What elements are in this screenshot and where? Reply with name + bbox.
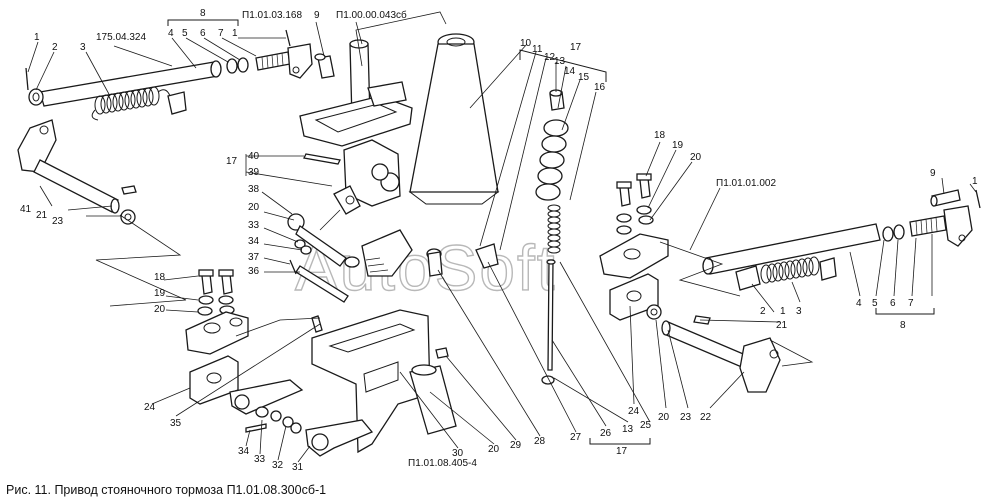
callout-3-right: 3	[796, 306, 802, 317]
callout-12: 12	[544, 52, 556, 63]
left-upper-shaft-assembly	[25, 29, 335, 121]
callout-20-left: 20	[154, 304, 166, 315]
callout-10: 10	[520, 38, 532, 49]
callout-28: 28	[534, 436, 546, 447]
callout-30: 30	[452, 448, 464, 459]
small-parts-left-center	[287, 213, 360, 303]
part-number-168: П1.01.03.168	[242, 10, 302, 21]
callout-13-bottom: 13	[622, 424, 634, 435]
callout-25: 25	[640, 420, 652, 431]
callout-7-top: 7	[218, 28, 224, 39]
figure-caption: Рис. 11. Привод стояночного тормоза П1.0…	[6, 483, 327, 497]
callout-11: 11	[532, 44, 543, 55]
callout-5-top: 5	[182, 28, 188, 39]
callout-18-right: 18	[654, 130, 666, 141]
callout-21-right: 21	[776, 320, 788, 331]
part-number-405: П1.01.08.405-4	[408, 458, 477, 469]
part-number-043: П1.00.00.043сб	[336, 9, 407, 21]
callout-9-top: 9	[314, 10, 320, 21]
callout-23-right: 23	[680, 412, 692, 423]
callout-15: 15	[578, 72, 590, 83]
callout-14: 14	[564, 66, 576, 77]
callout-20-right: 20	[690, 152, 702, 163]
center-lower-bracket	[311, 309, 457, 454]
callout-2: 2	[52, 42, 58, 53]
callout-33-center: 33	[248, 220, 260, 231]
callout-20-mid: 20	[658, 412, 670, 423]
callout-8-top: 8	[200, 8, 206, 19]
callout-20-center: 20	[248, 202, 260, 213]
callout-39: 39	[248, 167, 260, 178]
callout-6-top: 6	[200, 28, 206, 39]
callout-34-bottom: 34	[238, 446, 250, 457]
callout-33-bottom: 33	[254, 454, 266, 465]
callout-16: 16	[594, 82, 606, 93]
callout-7-right: 7	[908, 298, 914, 309]
left-bracket-assembly	[185, 269, 249, 405]
right-bracket-assembly	[599, 173, 669, 321]
callout-4-top: 4	[168, 28, 174, 39]
callout-17-bottom: 17	[616, 446, 628, 457]
callout-6-right: 6	[890, 298, 896, 309]
callout-20-bottom: 20	[488, 444, 500, 455]
callout-1-right-b: 1	[780, 306, 786, 317]
right-upper-shaft-assembly	[702, 189, 981, 291]
rubber-boot	[408, 33, 500, 205]
callout-32: 32	[272, 460, 284, 471]
callout-19-right: 19	[672, 140, 684, 151]
callout-29: 29	[510, 440, 522, 451]
callout-22: 22	[700, 412, 712, 423]
callout-1: 1	[34, 32, 40, 43]
callout-37: 37	[248, 252, 260, 263]
callout-19-left: 19	[154, 288, 166, 299]
callout-1-right: 1	[972, 176, 978, 187]
callout-labels: 1 2 3 175.04.324 8 4 5 6 7 1 П1.01.03.16…	[20, 8, 978, 473]
leader-lines	[27, 21, 977, 463]
center-lever-housing	[299, 39, 413, 277]
callout-17-top: 17	[570, 42, 582, 53]
left-lower-lever-shaft	[17, 119, 137, 225]
callout-13-top: 13	[554, 56, 566, 67]
callout-8-right: 8	[900, 320, 906, 331]
callout-35: 35	[170, 418, 182, 429]
callout-31: 31	[292, 462, 304, 473]
lower-left-levers	[229, 379, 374, 457]
callout-36: 36	[248, 266, 260, 277]
callout-41: 41	[20, 204, 32, 215]
part-number-175: 175.04.324	[96, 32, 146, 43]
right-lower-lever-shaft	[646, 304, 781, 393]
part-number-002: П1.01.01.002	[716, 178, 776, 189]
callout-21-left: 21	[36, 210, 48, 221]
callout-34-center: 34	[248, 236, 260, 247]
callout-27: 27	[570, 432, 582, 443]
axis-lines	[95, 11, 814, 367]
callout-3: 3	[80, 42, 86, 53]
callout-26: 26	[600, 428, 612, 439]
callout-17-left: 17	[226, 156, 238, 167]
callout-40: 40	[248, 151, 260, 162]
callout-18-left: 18	[154, 272, 166, 283]
callout-5-right: 5	[872, 298, 878, 309]
callout-24-right: 24	[628, 406, 640, 417]
callout-9-right: 9	[930, 168, 936, 179]
center-rod-assembly	[426, 89, 569, 385]
callout-2-right: 2	[760, 306, 766, 317]
callout-4-right: 4	[856, 298, 862, 309]
group-brackets	[167, 19, 935, 445]
callout-1-top: 1	[232, 28, 238, 39]
callout-23-left: 23	[52, 216, 64, 227]
callout-38: 38	[248, 184, 260, 195]
callout-24-left: 24	[144, 402, 156, 413]
